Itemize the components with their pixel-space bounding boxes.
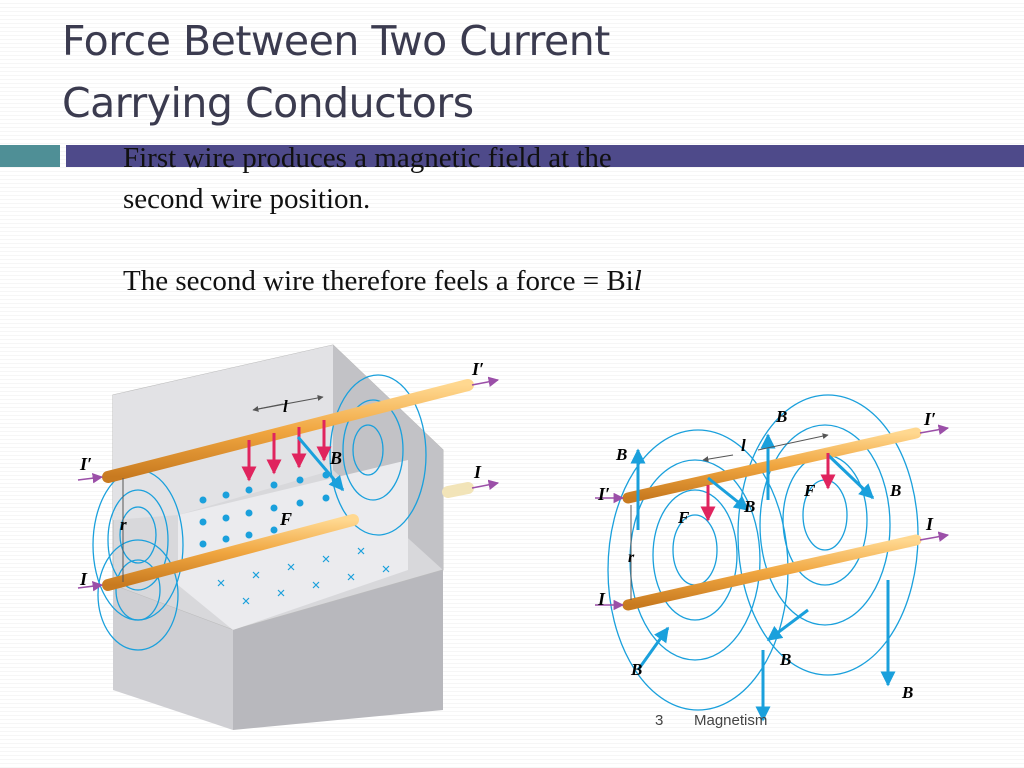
field-crosses: [217, 547, 390, 605]
parallel-wires-figure: I′ I r l B F I′ I: [77, 344, 950, 730]
field-lines-left: [92, 374, 427, 651]
label-F-r2: F: [803, 481, 816, 500]
label-B-r2: B: [775, 407, 787, 426]
bullet-text-line-3: The second wire therefore feels a force …: [123, 265, 642, 298]
label-l-r: l: [741, 436, 746, 455]
force-arrows-left: [241, 420, 332, 482]
label-r-left: r: [120, 515, 127, 534]
label-l-left: l: [283, 397, 288, 416]
label-F-r1: F: [677, 508, 690, 527]
field-dots: [199, 471, 330, 548]
footer-text: Magnetism: [694, 712, 768, 729]
accent-band-purple: [66, 145, 1024, 167]
bullet-text-line-1: First wire produces a magnetic field at …: [123, 142, 612, 174]
label-B-r4: B: [889, 481, 901, 500]
label-I-right-end: I: [473, 462, 482, 482]
bullet-text-line-2: second wire position.: [123, 183, 371, 215]
label-B-r1: B: [615, 445, 627, 464]
page-number: 3: [655, 712, 664, 729]
label-I-prime-r-end: I′: [923, 409, 936, 429]
label-I-r: I: [597, 589, 606, 609]
label-I-prime-right-end: I′: [471, 359, 484, 379]
accent-band-teal: [0, 145, 60, 167]
label-I-prime-left: I′: [79, 454, 92, 474]
label-F-left: F: [279, 509, 292, 529]
block-diagram: I′ I r l B F I′ I: [77, 344, 500, 730]
label-r-r: r: [628, 549, 635, 566]
title-line-2: Carrying Conductors: [62, 79, 474, 127]
slide-title: Force Between Two Current Carrying Condu…: [62, 10, 962, 134]
field-lines-diagram: I′ I r l B B B B B B B F F I′ I: [595, 394, 950, 722]
label-I-left: I: [79, 569, 88, 589]
length-symbol: l: [633, 265, 642, 297]
label-B-r5: B: [630, 660, 642, 679]
force-text: The second wire therefore feels a force …: [123, 265, 634, 297]
title-line-1: Force Between Two Current: [62, 17, 610, 65]
label-I-r-end: I: [925, 514, 934, 534]
label-I-prime-r: I′: [597, 484, 610, 504]
label-B-left: B: [329, 448, 342, 468]
label-B-r7: B: [901, 683, 913, 702]
label-B-r6: B: [779, 650, 791, 669]
label-B-r3: B: [743, 497, 755, 516]
